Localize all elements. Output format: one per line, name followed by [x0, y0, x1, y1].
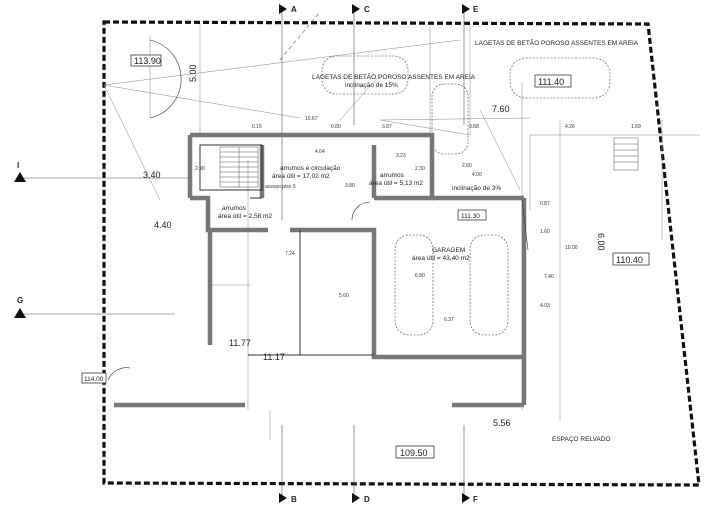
section-marker-e: [462, 4, 470, 14]
section-marker-d: [352, 493, 360, 503]
label-arrumos-a-area: área útil = 5,13 m2: [369, 180, 423, 187]
dim-0-15: 0.15: [252, 124, 262, 130]
level-113-90: 113.90: [134, 56, 161, 66]
plot-boundary: [102, 20, 701, 487]
section-lines: [20, 11, 465, 500]
label-arrumos-circ: arrumos e circulação: [280, 165, 341, 172]
section-label-e: E: [473, 5, 479, 14]
dim-2-90: 2.90: [195, 166, 205, 172]
dim-0-80: 0.80: [331, 124, 341, 130]
section-label-i: I: [17, 161, 19, 170]
section-label-a: A: [291, 5, 297, 14]
dim-4-00: 4.00: [472, 172, 482, 178]
label-lagetas-top: LAGETAS DE BETÃO POROSO ASSENTES EM AREI…: [475, 38, 639, 47]
dim-10-67: 10.67: [305, 116, 318, 122]
section-marker-a: [279, 4, 287, 14]
dim-7-24: 7.24: [285, 251, 295, 257]
dim-0-87: 0.87: [540, 201, 550, 207]
dim-6-37: 6.37: [444, 317, 454, 323]
level-110-40: 110.40: [616, 255, 643, 265]
dim-4-26: 4.26: [565, 124, 575, 130]
dim-4-93: 4.93: [540, 303, 550, 309]
dim-10-00: 10.00: [565, 245, 578, 251]
label-arrumos-circ-area: área útil = 17,02 m2: [272, 173, 330, 180]
construction-lines: [103, 24, 700, 440]
label-acesso-piso: acesso piso 0: [265, 184, 296, 190]
label-inclinacao-3: inclinação de 3%: [452, 185, 501, 192]
section-label-c: C: [364, 5, 370, 14]
dim-1-60: 1.60: [540, 229, 550, 235]
section-marker-b: [279, 493, 287, 503]
level-boxes: [81, 54, 650, 459]
dim-5-60: 5.60: [339, 293, 349, 299]
dim-6-00: 6.00: [596, 233, 606, 251]
level-114-00: 114.00: [84, 376, 104, 383]
level-111-30: 111.30: [461, 213, 480, 220]
section-marker-c: [352, 4, 360, 14]
thin-walls: [199, 144, 374, 356]
label-lagetas-mid: LAGETAS DE BETÃO POROSO ASSENTES EM AREI…: [312, 72, 476, 81]
section-marker-g: [14, 308, 26, 318]
dim-11-17: 11.17: [263, 352, 285, 362]
label-arrumos-b-area: área útil = 2,58 m2: [218, 213, 272, 220]
section-marker-f: [462, 493, 470, 503]
label-arrumos-a: arrumos: [380, 172, 405, 179]
dim-3-80: 3.80: [345, 183, 355, 189]
dim-3-40: 3.40: [143, 170, 161, 180]
dim-2-60: 2.60: [462, 163, 472, 169]
dim-4-40: 4.40: [154, 220, 172, 230]
section-label-f: F: [473, 495, 478, 504]
doors: [107, 39, 529, 381]
dim-3-87: 3.87: [382, 124, 392, 130]
dim-4-64: 4.64: [315, 149, 325, 155]
dim-3-23: 3.23: [396, 153, 406, 159]
car-outlines: [321, 55, 611, 336]
label-inclinacao-15: inclinação de 15%: [345, 82, 398, 89]
label-arrumos-b: arrumos: [222, 205, 247, 212]
dim-3-68: 3.68: [469, 124, 479, 130]
section-label-g: G: [17, 296, 23, 305]
dim-5-00: 5.00: [188, 64, 198, 82]
dim-5-56: 5.56: [493, 418, 511, 428]
section-label-b: B: [291, 495, 297, 504]
section-marker-i: [14, 172, 26, 182]
label-garagem: GARAGEM: [432, 247, 465, 254]
dim-7-60: 7.60: [492, 104, 510, 114]
dim-2-30: 2.30: [415, 166, 425, 172]
dim-6-80: 6.80: [415, 273, 425, 279]
section-label-d: D: [364, 495, 370, 504]
level-111-40: 111.40: [538, 77, 564, 87]
walls: [114, 132, 527, 408]
stairs: [219, 137, 639, 188]
dim-7-40: 7.40: [544, 274, 554, 280]
dim-11-77: 11.77: [229, 338, 251, 348]
dim-1-69: 1.69: [631, 124, 641, 130]
label-espaco-relvado: ESPAÇO RELVADO: [552, 436, 611, 443]
level-109-50: 109.50: [400, 448, 428, 458]
section-markers: [14, 4, 470, 503]
dimension-labels: 5.00 7.60 3.40 4.40 11.77 11.17 5.56 6.0…: [143, 64, 641, 428]
label-garagem-area: área útil = 43,40 m2: [412, 255, 470, 262]
